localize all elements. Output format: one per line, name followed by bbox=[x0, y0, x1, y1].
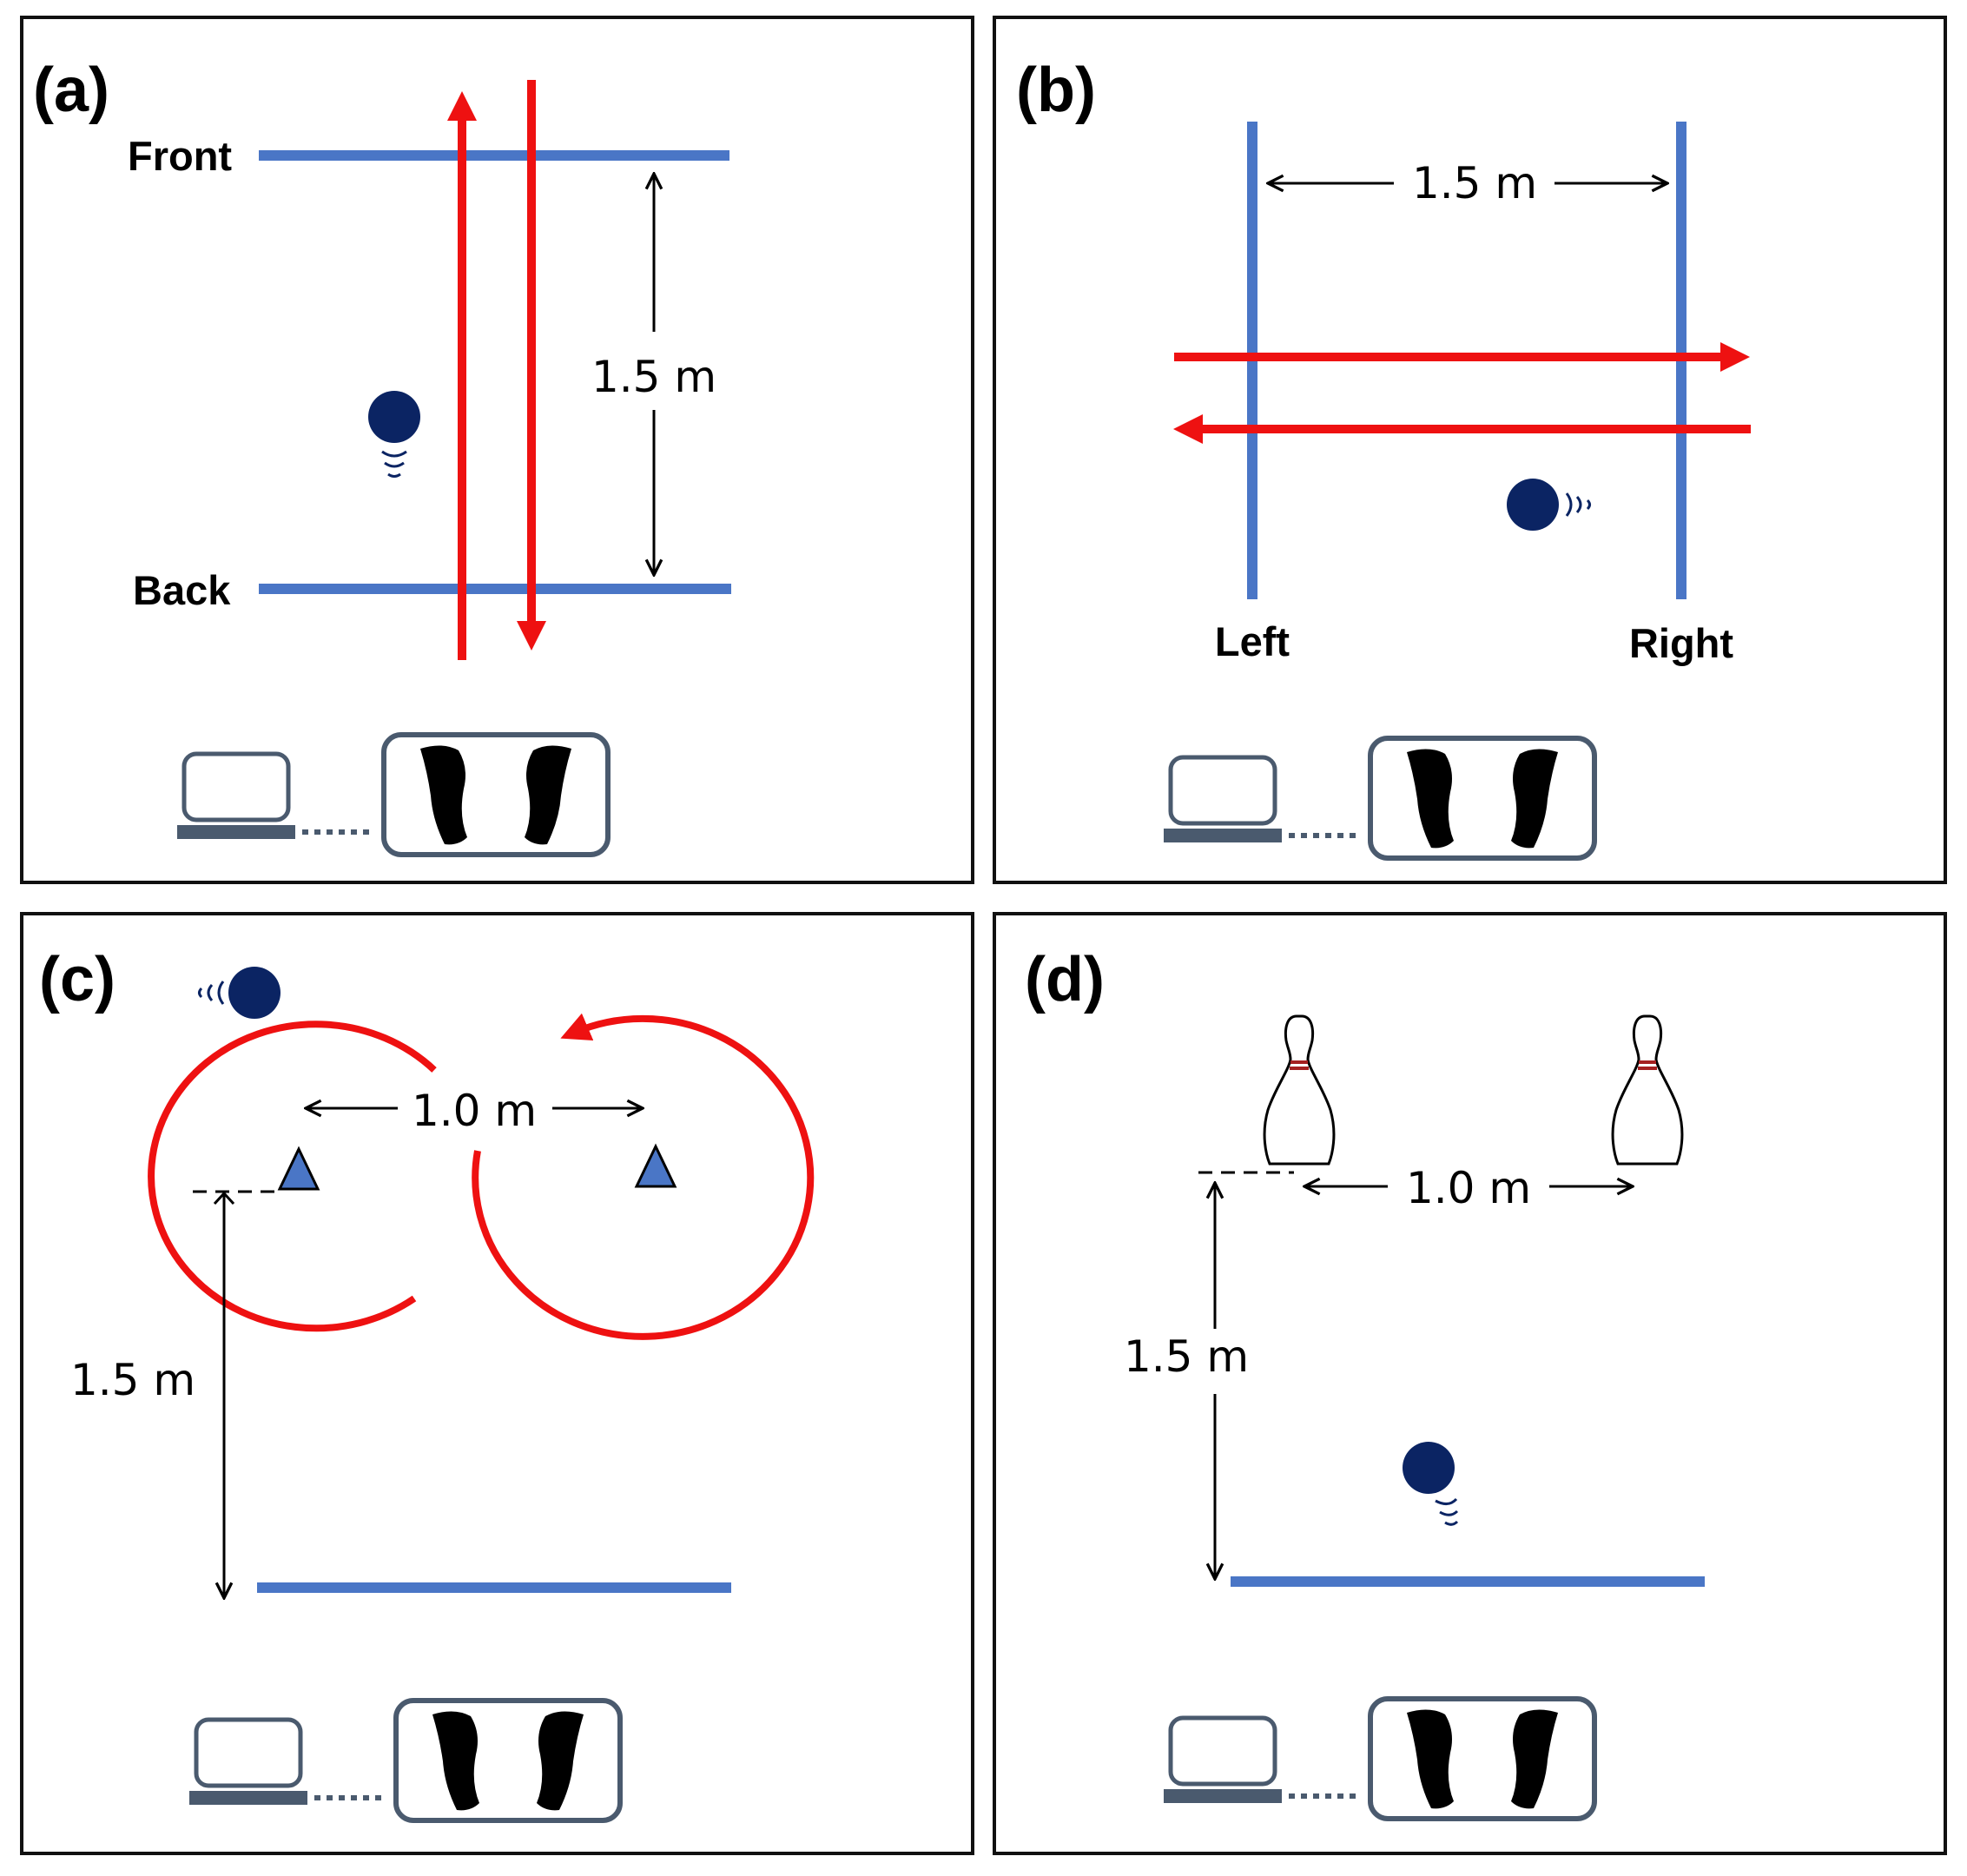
distance-label: 1.5 m bbox=[591, 352, 716, 402]
panel-d: (d) 1.0 m 1.5 m bbox=[993, 912, 1947, 1855]
distance-label: 1.5 m bbox=[1412, 158, 1537, 208]
sound-emitting-ball-icon bbox=[1507, 479, 1591, 531]
spacing-label: 1.0 m bbox=[412, 1086, 537, 1136]
front-label: Front bbox=[128, 133, 232, 179]
panel-frame bbox=[993, 16, 1947, 884]
bowling-pin-icon bbox=[1611, 1014, 1684, 1166]
laptop-and-force-plate-icon bbox=[189, 1701, 620, 1820]
distance-label: 1.5 m bbox=[70, 1355, 195, 1405]
panel-label: (a) bbox=[33, 56, 109, 125]
left-label: Left bbox=[1215, 618, 1290, 664]
laptop-and-force-plate-icon bbox=[1164, 738, 1594, 858]
bowling-pin-icon bbox=[1263, 1014, 1336, 1166]
panel-label: (d) bbox=[1025, 945, 1105, 1014]
right-label: Right bbox=[1629, 620, 1733, 666]
distance-arrow-head bbox=[213, 1191, 235, 1206]
laptop-and-force-plate-icon bbox=[177, 735, 608, 855]
panel-a: (a) Front Back 1.5 m bbox=[20, 16, 974, 884]
panel-frame bbox=[20, 912, 974, 1855]
red-circle-left bbox=[148, 1021, 437, 1332]
panel-label: (b) bbox=[1016, 56, 1096, 125]
sound-emitting-ball-icon bbox=[1403, 1442, 1459, 1526]
cone-icon bbox=[278, 1147, 320, 1191]
panel-frame bbox=[20, 16, 974, 884]
laptop-and-force-plate-icon bbox=[1164, 1699, 1594, 1819]
spacing-label: 1.0 m bbox=[1406, 1163, 1531, 1213]
sound-emitting-ball-icon bbox=[366, 389, 422, 478]
panel-c: (c) 1.0 m 1.5 m bbox=[20, 912, 974, 1855]
cone-icon bbox=[635, 1145, 677, 1188]
red-circle-right bbox=[472, 1013, 815, 1340]
panel-label: (c) bbox=[39, 945, 116, 1014]
panel-b: (b) Left Right 1.5 m bbox=[993, 16, 1947, 884]
back-label: Back bbox=[133, 567, 231, 613]
distance-label: 1.5 m bbox=[1124, 1331, 1249, 1382]
sound-emitting-ball-icon bbox=[198, 967, 281, 1019]
panel-frame bbox=[993, 912, 1947, 1855]
